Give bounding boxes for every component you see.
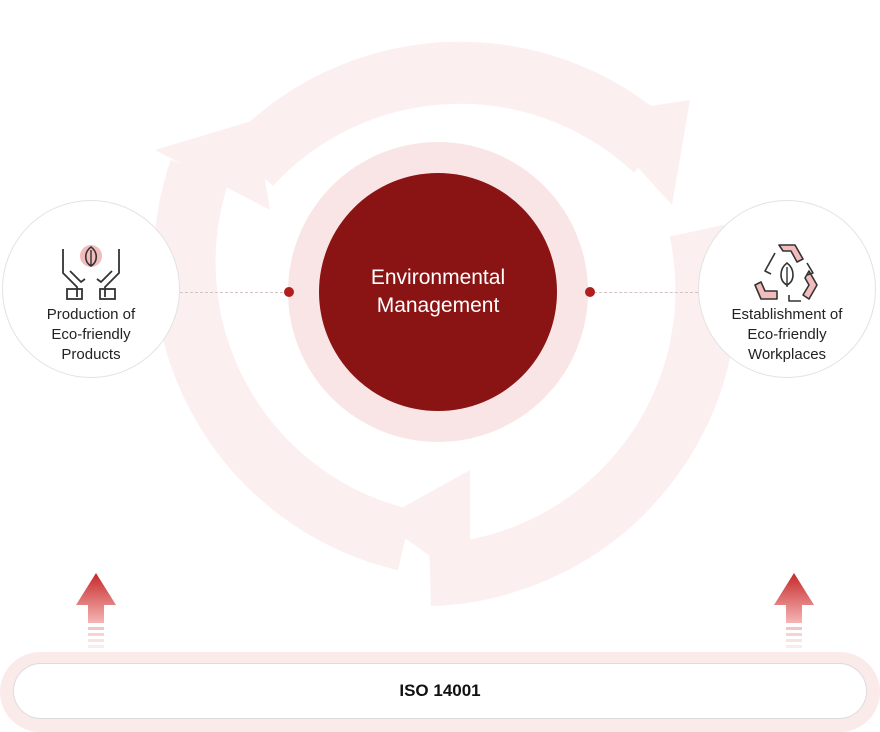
left-node-line-2: Eco-friendly: [51, 326, 131, 343]
hands-leaf-icon: [62, 245, 120, 300]
right-node-line-2: Eco-friendly: [747, 326, 827, 343]
cycle-arrowhead-top: [590, 100, 690, 205]
center-circle: Environmental Management: [319, 173, 557, 411]
right-node-line-3: Workplaces: [747, 346, 827, 363]
foundation-label: ISO 14001: [399, 681, 481, 700]
cycle-arrowhead-bottom: [380, 470, 470, 585]
left-up-arrow-icon: [76, 573, 116, 648]
cycle-arc-top: [227, 41, 677, 187]
left-node-line-1: Production of: [46, 306, 136, 323]
right-connector-line: [594, 292, 698, 293]
center-title-line-1: Environmental: [370, 266, 506, 289]
left-connector-line: [180, 292, 288, 293]
left-node-line-3: Products: [61, 346, 121, 363]
left-connector-dot: [284, 287, 294, 297]
right-connector-dot: [585, 287, 595, 297]
foundation-bar: ISO 14001: [13, 663, 867, 719]
cycle-arrowhead-left: [155, 120, 270, 210]
cycle-arc-left: [153, 159, 413, 571]
node-eco-friendly-products: Production of Eco-friendly Products: [2, 200, 180, 378]
right-up-arrow-icon: [774, 573, 814, 648]
recycle-leaf-icon: [754, 244, 818, 302]
center-title-line-2: Management: [376, 294, 500, 317]
node-eco-friendly-workplaces: Establishment of Eco-friendly Workplaces: [698, 200, 876, 378]
right-node-line-1: Establishment of: [731, 306, 843, 323]
